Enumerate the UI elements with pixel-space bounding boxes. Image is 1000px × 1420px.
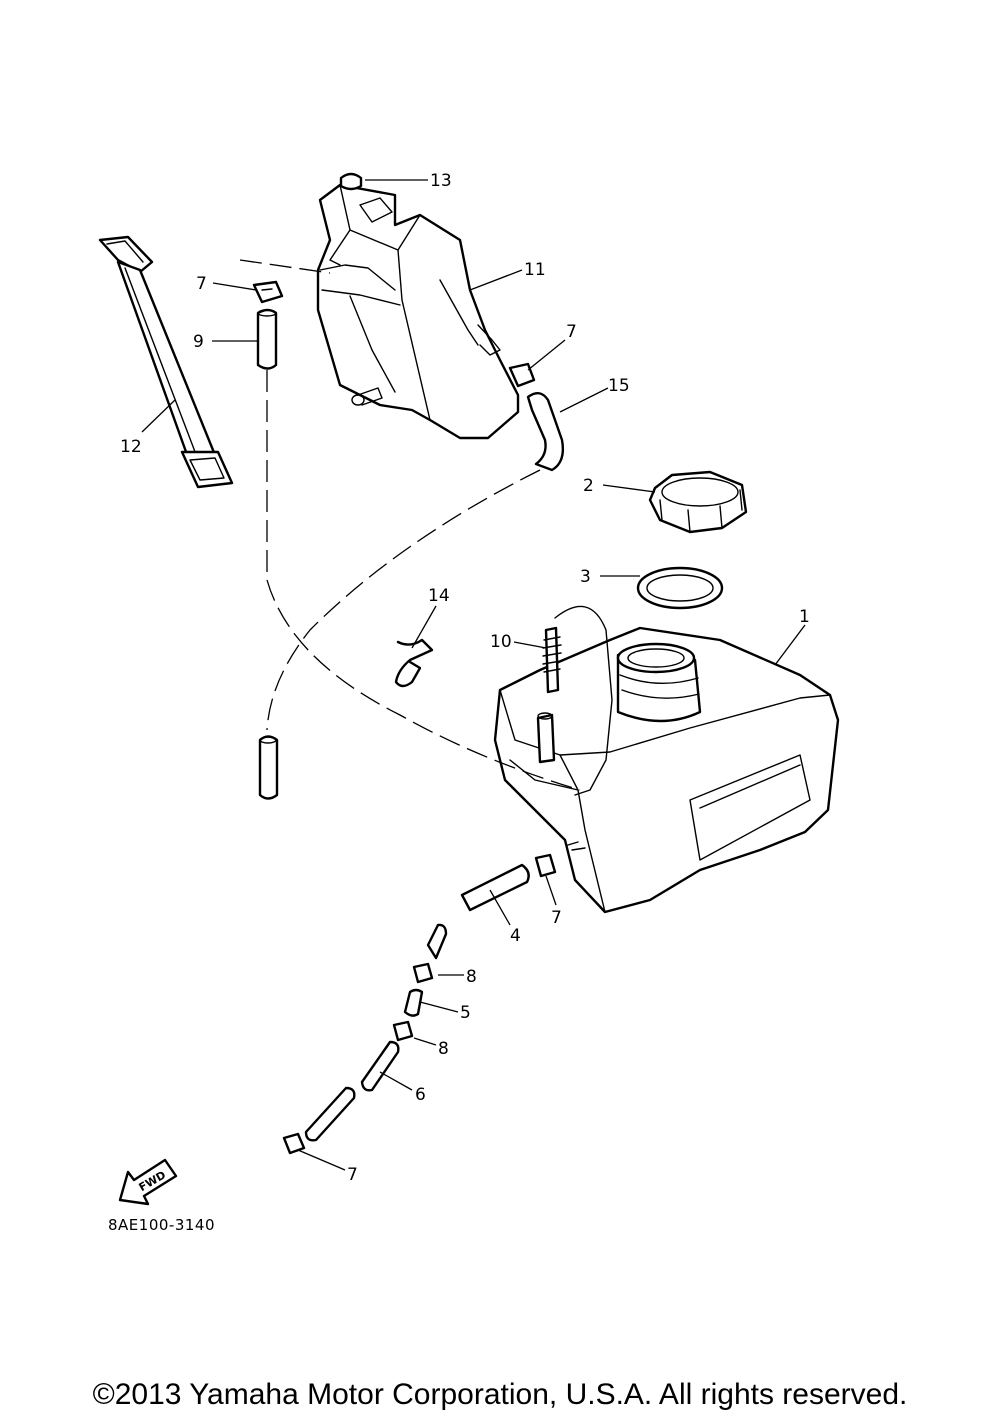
callout-1: 1 (799, 607, 810, 627)
leader-6 (379, 1071, 413, 1091)
callout-10: 10 (490, 632, 512, 652)
callout-8a: 8 (466, 967, 477, 987)
clip-7c (534, 853, 557, 878)
hose-9 (256, 308, 278, 370)
route-line-c (266, 469, 541, 731)
leader-8b (413, 1037, 437, 1046)
callout-5: 5 (460, 1003, 471, 1023)
route-line-a (239, 259, 331, 274)
leader-12 (141, 399, 176, 433)
diagram-code: 8AE100-3140 (108, 1216, 215, 1234)
hose-4 (426, 863, 530, 960)
clip-7d (282, 1132, 306, 1155)
leader-4 (489, 889, 511, 926)
callout-6: 6 (415, 1085, 426, 1105)
leader-7a (212, 282, 257, 291)
clip-8a (412, 962, 434, 984)
callout-4: 4 (510, 926, 521, 946)
callout-12: 12 (120, 437, 142, 457)
lower-left-hose (258, 735, 279, 800)
leader-7b (527, 339, 566, 371)
callout-2: 2 (583, 476, 594, 496)
callout-7c: 7 (551, 908, 562, 928)
callout-3: 3 (580, 567, 591, 587)
callout-11: 11 (524, 260, 546, 280)
callout-13: 13 (430, 171, 452, 191)
fuel-cap (648, 470, 748, 534)
breather-10 (542, 605, 613, 796)
leader-14 (411, 605, 437, 649)
copyright-notice: ©2013 Yamaha Motor Corporation, U.S.A. A… (92, 1378, 908, 1411)
fwd-arrow-icon: FWD (118, 1158, 178, 1206)
route-line-b (266, 370, 581, 791)
fuel-tank (493, 626, 840, 914)
clip-8b (392, 1020, 414, 1042)
callout-15: 15 (608, 376, 630, 396)
hose-15 (526, 392, 565, 472)
callout-9: 9 (193, 332, 204, 352)
oil-cap (339, 172, 363, 191)
callout-14: 14 (428, 586, 450, 606)
leader-5 (419, 1001, 459, 1013)
leader-15 (559, 387, 609, 413)
oil-tank (316, 183, 520, 440)
callout-8b: 8 (438, 1039, 449, 1059)
hose-6 (304, 1040, 400, 1142)
leader-7c (545, 875, 557, 906)
leader-1 (774, 624, 806, 666)
callout-7a: 7 (196, 274, 207, 294)
callout-7b: 7 (566, 322, 577, 342)
leader-7d (297, 1149, 346, 1171)
holder-14 (394, 638, 434, 688)
gasket (636, 566, 724, 610)
strap (98, 235, 234, 489)
joint-5 (403, 988, 424, 1017)
leader-10 (513, 641, 547, 649)
callout-7d: 7 (347, 1165, 358, 1185)
clip-7a (252, 280, 284, 304)
leader-11 (469, 269, 523, 291)
leader-2 (602, 484, 656, 493)
